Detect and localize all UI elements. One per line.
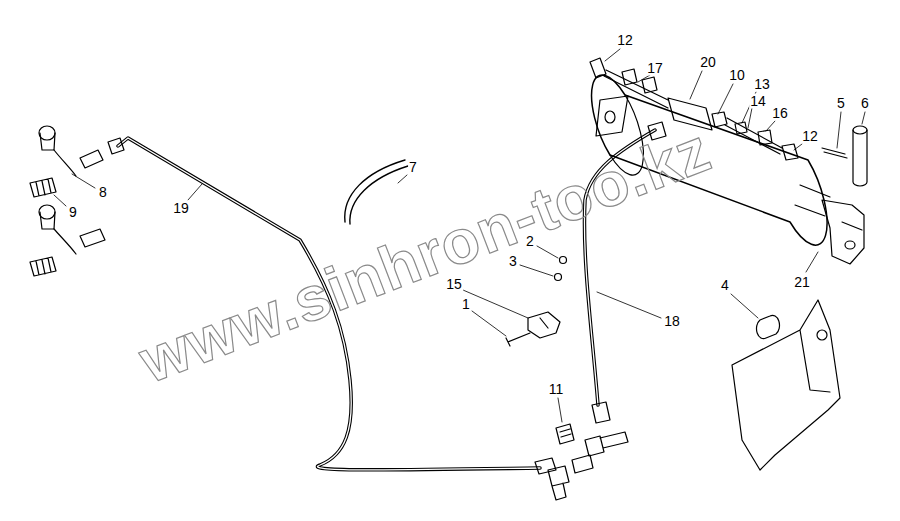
callout-number: 18	[663, 314, 681, 329]
callout-number: 1	[461, 297, 471, 312]
callout-number: 12	[801, 129, 819, 144]
leader-line	[718, 84, 733, 114]
fitting	[592, 402, 610, 423]
leader-line	[806, 252, 818, 272]
washer	[560, 257, 567, 264]
cap-strap	[54, 150, 76, 176]
pin-hole	[845, 241, 855, 249]
leader-line	[690, 71, 702, 99]
coupling	[556, 424, 574, 444]
leader-line	[72, 174, 95, 188]
tube	[725, 118, 782, 154]
dust-cap	[40, 133, 55, 150]
leader-line	[188, 184, 202, 200]
coupling	[572, 455, 593, 473]
dust-cap	[40, 212, 55, 229]
bolt	[506, 333, 530, 346]
fitting	[80, 150, 103, 168]
leader-line	[597, 292, 661, 318]
clevis	[822, 200, 864, 264]
cap-strap	[54, 229, 76, 254]
callout-number: 15	[445, 277, 463, 292]
callout-number: 3	[508, 254, 518, 269]
leader-line	[638, 75, 650, 82]
leader-line	[398, 175, 407, 183]
callout-number: 10	[728, 68, 746, 83]
fitting	[30, 257, 56, 276]
pin-hole	[605, 111, 615, 123]
coupling	[585, 432, 628, 456]
bracket	[732, 300, 840, 470]
fitting	[30, 178, 56, 197]
callout-number: 8	[98, 185, 108, 200]
watermark: www.sinhron-too.kz	[130, 114, 720, 397]
callout-number: 7	[408, 160, 418, 175]
mount-ear	[596, 96, 628, 136]
callout-number: 13	[753, 77, 771, 92]
callout-number: 21	[793, 275, 811, 290]
washer	[555, 274, 562, 281]
fitting	[108, 138, 124, 154]
fitting	[80, 229, 105, 247]
leader-lines	[54, 49, 865, 422]
callout-number: 17	[646, 61, 664, 76]
leader-line	[54, 195, 66, 206]
leader-line	[558, 398, 562, 422]
callout-number: 20	[699, 55, 717, 70]
callout-number: 5	[836, 96, 846, 111]
callout-number: 19	[172, 201, 190, 216]
callout-number: 12	[616, 33, 634, 48]
callout-number: 2	[525, 234, 535, 249]
callout-number: 14	[749, 94, 767, 109]
leader-line	[748, 108, 752, 128]
pin	[853, 130, 867, 186]
callout-number: 16	[771, 106, 789, 121]
fitting	[735, 122, 772, 145]
bushing	[757, 315, 780, 338]
callout-number: 9	[68, 205, 78, 220]
bracket-hole	[817, 330, 827, 340]
callout-number: 4	[720, 278, 730, 293]
leader-line	[862, 112, 865, 124]
dust-cap	[39, 205, 55, 219]
clamp-band	[345, 160, 408, 224]
leader-line	[766, 121, 775, 131]
leader-line	[605, 49, 620, 61]
tube	[604, 70, 668, 108]
cotter-pin	[822, 148, 847, 158]
clip	[528, 312, 560, 338]
leader-line	[731, 294, 758, 318]
pin	[853, 126, 867, 134]
fitting	[535, 458, 556, 474]
callout-number: 6	[860, 96, 870, 111]
leader-line	[463, 290, 528, 318]
dust-cap	[39, 126, 55, 140]
fitting	[590, 58, 606, 78]
fitting	[782, 144, 798, 160]
leader-line	[837, 112, 841, 148]
leader-line	[520, 265, 553, 276]
coupling	[548, 466, 569, 500]
callout-number: 11	[548, 382, 565, 397]
leader-line	[472, 311, 506, 336]
leader-line	[794, 144, 802, 150]
